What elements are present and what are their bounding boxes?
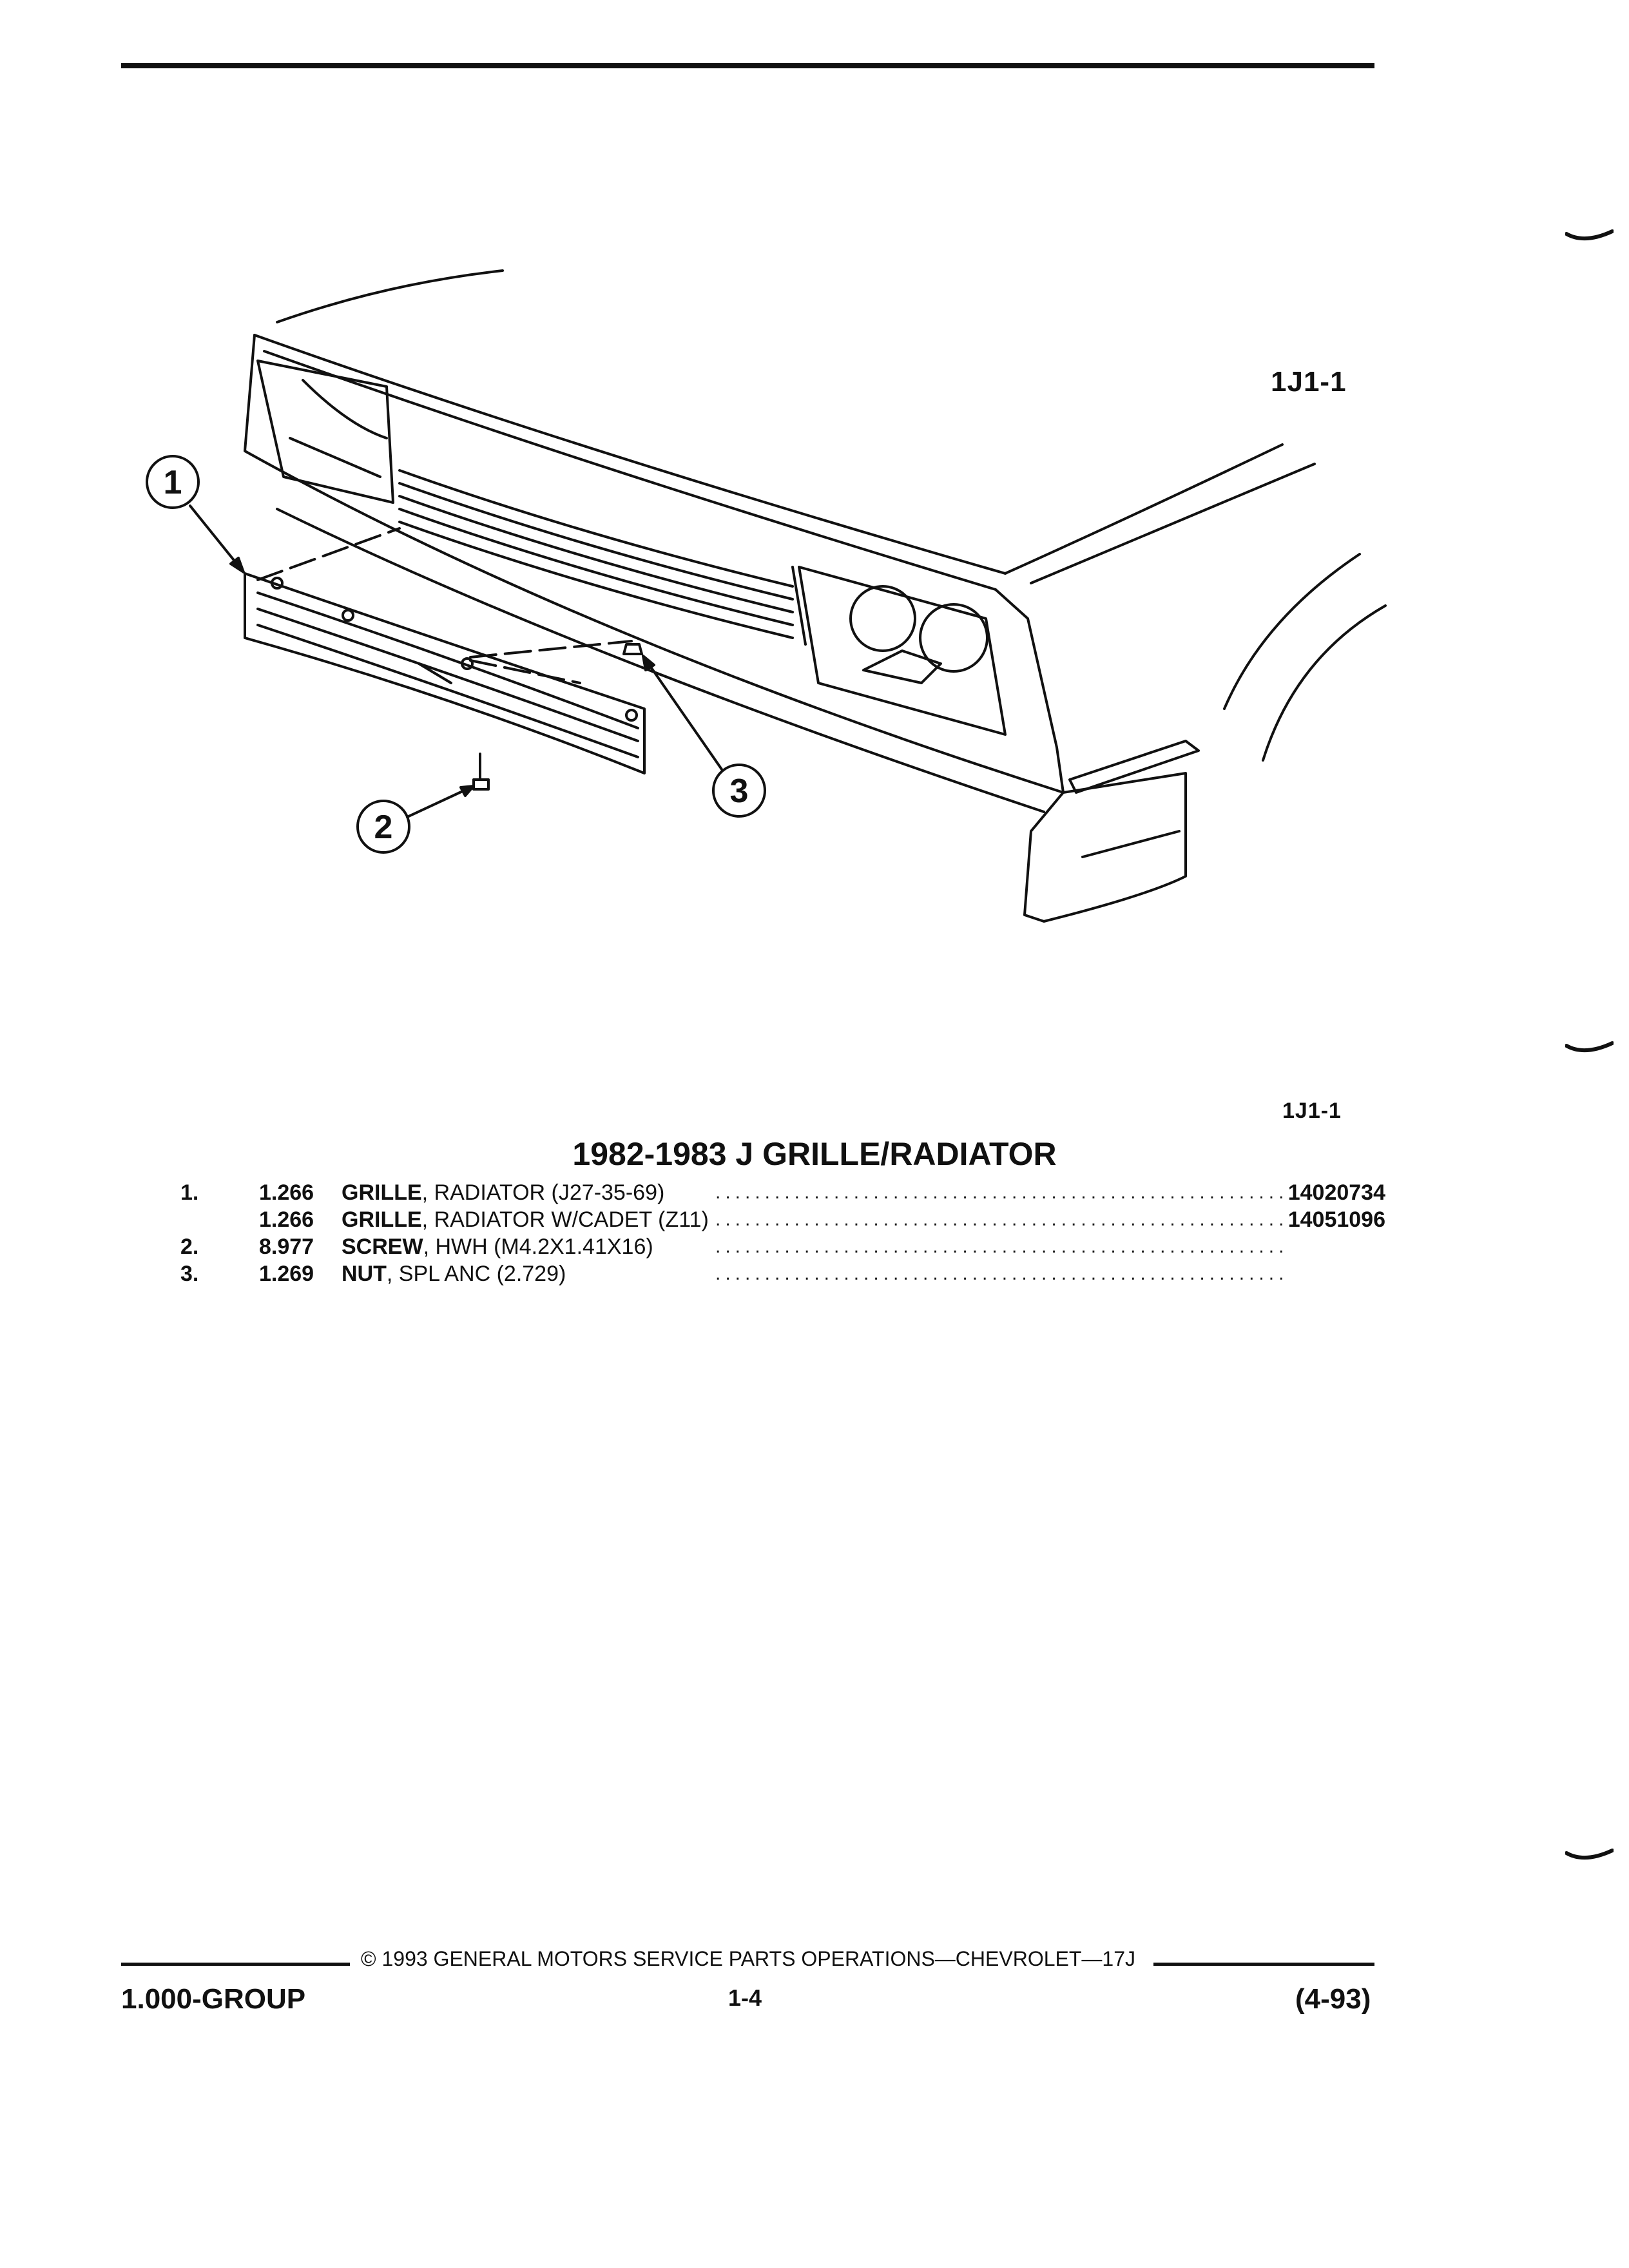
parts-list: 1. 1.266 GRILLE, RADIATOR (J27-35-69) ..… [180,1179,1385,1287]
item-spec: , HWH (M4.2X1.41X16) [423,1235,653,1259]
body-top-edge [253,334,1007,575]
parts-row: 1. 1.266 GRILLE, RADIATOR (J27-35-69) ..… [180,1179,1385,1206]
leader-dots: ........................................… [715,1263,1282,1284]
callout-2-text: 2 [374,809,393,846]
item-name: GRILLE [342,1180,422,1205]
item-code: 8.977 [259,1235,314,1259]
item-number: 3. [180,1262,199,1286]
fender-top [1004,443,1284,575]
bumper-lower [276,508,1045,813]
leader-dots: ........................................… [715,1182,1282,1203]
callout-1-circle [146,455,200,509]
footer-rule-right [1153,1963,1374,1966]
right-headlamp-inner [849,585,916,652]
item-number: 1. [180,1180,199,1205]
item-spec: , SPL ANC (2.729) [386,1262,566,1286]
right-lamp-bracket [862,649,942,684]
body-top-edge-inner [263,350,997,591]
item-name: GRILLE [342,1207,422,1232]
fender-arc [1223,553,1361,710]
leader-2-head [459,785,475,797]
page-edge-mark [1565,229,1614,241]
footer-page-number: 1-4 [728,1984,762,2011]
left-headlamp-lower [289,437,381,478]
bumper-side [994,588,1187,923]
side-marker [1068,740,1200,794]
grille-opening [398,495,794,613]
item-number: 2. [180,1235,199,1259]
fender-top-2 [1030,463,1316,584]
parts-row: 1.266 GRILLE, RADIATOR W/CADET (Z11) ...… [180,1206,1385,1233]
grille-exploded-illustration: 1 2 3 [146,269,1387,923]
figure-label-top: 1J1-1 [1271,366,1347,398]
alignment-line-1 [256,527,401,581]
item-description: NUT, SPL ANC (2.729) [342,1260,566,1287]
page-edge-mark [1565,1041,1614,1053]
right-headlamp-bezel [798,566,1007,736]
leader-dots: ........................................… [715,1236,1282,1257]
leader-dots: ........................................… [715,1209,1282,1230]
leader-3-head [642,655,655,671]
item-spec: , RADIATOR (J27-35-69) [421,1180,665,1205]
fender-trim [1081,830,1181,858]
item-code: 1.266 [259,1180,314,1205]
item-spec: , RADIATOR W/CADET (Z11) [421,1207,709,1232]
grille-clip-2 [342,609,354,622]
grille-clip-3 [461,657,474,670]
item-name: SCREW [342,1235,423,1259]
footer-date: (4-93) [1295,1983,1371,2015]
callout-3-circle [712,764,766,818]
left-headlamp-bezel [256,360,394,504]
grille-center-break [418,662,452,684]
grille-panel-outline [244,572,646,774]
callout-3-text: 3 [730,773,749,810]
fender-arc-2 [1262,604,1387,762]
screw-part [472,753,490,791]
parts-row: 3. 1.269 NUT, SPL ANC (2.729) ..........… [180,1260,1385,1287]
top-rule [121,63,1374,68]
item-description: SCREW, HWH (M4.2X1.41X16) [342,1233,653,1260]
item-description: GRILLE, RADIATOR W/CADET (Z11) [342,1206,709,1233]
callout-1-text: 1 [164,464,182,501]
item-description: GRILLE, RADIATOR (J27-35-69) [342,1179,664,1206]
bumper-front [244,334,1065,794]
page-title: 1982-1983 J GRILLE/RADIATOR [572,1136,1057,1172]
grille-clip-4 [625,709,638,722]
figure-label-bottom: 1J1-1 [1282,1099,1342,1123]
right-headlamp-outer [919,603,988,673]
grille-clip-1 [271,577,284,590]
alignment-line-3 [469,640,633,658]
page-edge-mark [1565,1849,1614,1860]
item-code: 1.269 [259,1262,314,1286]
part-number: 14020734 [1287,1180,1385,1205]
left-headlamp [302,379,388,439]
part-number: 14051096 [1287,1207,1385,1232]
callout-2-circle [356,800,410,854]
footer-group: 1.000-GROUP [121,1983,306,2015]
leader-3 [642,655,723,771]
leader-1-head [229,557,245,573]
nut-part [622,643,643,655]
item-code: 1.266 [259,1207,314,1232]
hood-line [276,269,504,323]
footer-rule-left [121,1963,350,1966]
parts-row: 2. 8.977 SCREW, HWH (M4.2X1.41X16) .....… [180,1233,1385,1260]
grille-opening-end [791,566,807,646]
footer-copyright: © 1993 GENERAL MOTORS SERVICE PARTS OPER… [361,1947,1135,1970]
alignment-line-2 [469,659,581,684]
item-name: NUT [342,1262,387,1286]
